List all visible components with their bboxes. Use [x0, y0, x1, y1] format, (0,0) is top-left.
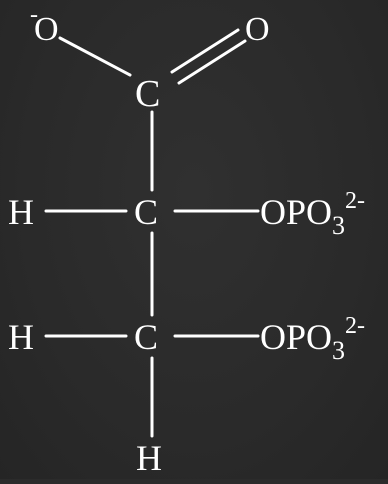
upper-phosphate-subscript: 3	[332, 211, 345, 240]
top-left-oxygen: O	[34, 11, 59, 48]
upper-carbon: C	[134, 192, 158, 232]
lower-phosphate-prefix: OPO	[260, 317, 332, 357]
upper-phosphate-group: OPO32-	[260, 188, 365, 240]
upper-phosphate-charge: 2-	[345, 188, 365, 214]
lower-carbon: C	[134, 317, 158, 357]
lower-phosphate-charge: 2-	[345, 313, 365, 339]
top-left-oxygen-charge: -	[30, 2, 38, 28]
upper-phosphate-prefix: OPO	[260, 192, 332, 232]
lower-phosphate-subscript: 3	[332, 336, 345, 365]
carboxyl-carbon: C	[135, 73, 160, 115]
bond-carbonyl-double-b	[177, 39, 247, 85]
bond-carbonyl-double-a	[170, 28, 240, 74]
bond-o-minus-to-carboxyl-c	[58, 36, 132, 77]
upper-left-hydrogen: H	[8, 192, 34, 232]
lower-phosphate-group: OPO32-	[260, 313, 365, 365]
bottom-hydrogen: H	[136, 438, 162, 478]
top-right-oxygen: O	[245, 11, 270, 48]
lower-left-hydrogen: H	[8, 317, 34, 357]
